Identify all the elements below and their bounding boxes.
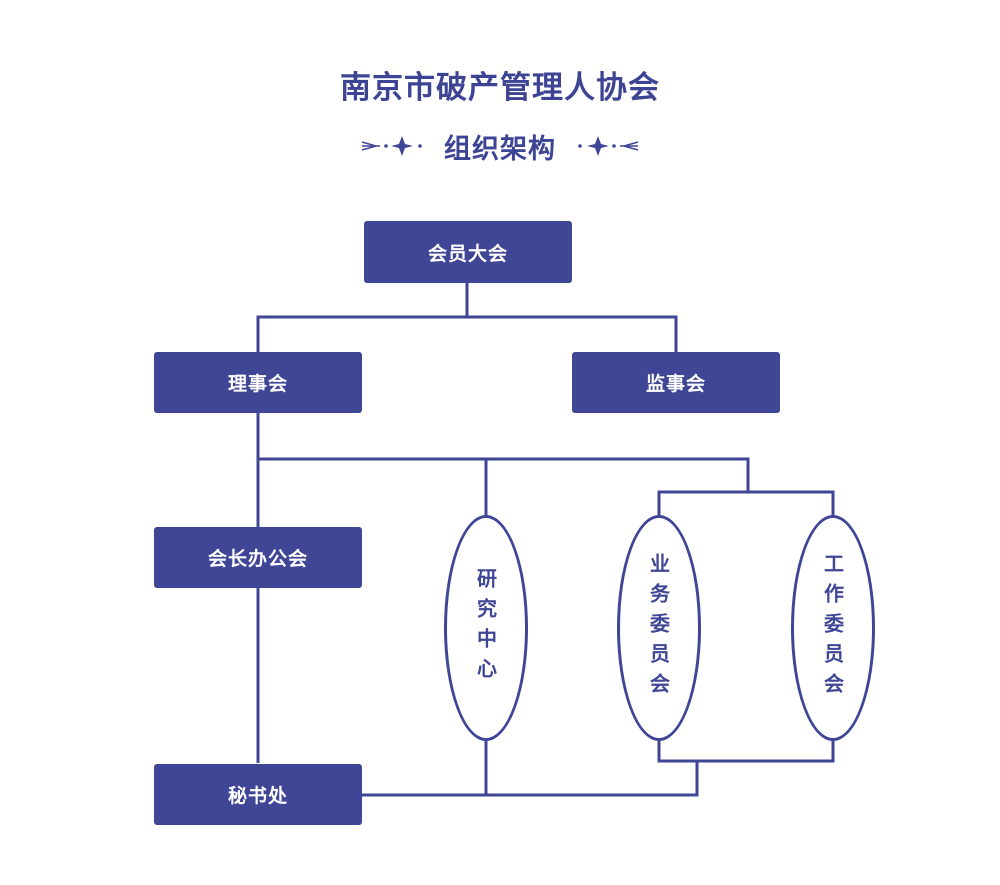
node-work-committee: 工作委员会 — [791, 515, 875, 741]
node-research-center: 研究中心 — [444, 515, 528, 741]
subtitle-row: 组织架构 — [0, 126, 1000, 166]
page-subtitle: 组织架构 — [444, 133, 556, 165]
connector-committees-top — [657, 490, 835, 516]
connector-committees-bottom — [657, 740, 835, 763]
business-committee-label: 业务委员会 — [646, 553, 671, 703]
node-supervisory-board: 监事会 — [572, 352, 780, 413]
right-ornament-icon — [578, 136, 639, 156]
node-secretariat: 秘书处 — [154, 764, 362, 825]
connector-secretariat-bar — [362, 761, 699, 797]
node-president-office: 会长办公会 — [154, 527, 362, 588]
work-committee-label: 工作委员会 — [820, 553, 845, 703]
connector-council-supervisory — [256, 315, 678, 352]
connector-branch-bar — [258, 457, 750, 492]
node-council: 理事会 — [154, 352, 362, 413]
page-title: 南京市破产管理人协会 — [340, 70, 660, 106]
node-general-assembly: 会员大会 — [364, 221, 572, 283]
left-ornament-icon — [361, 136, 422, 156]
node-business-committee: 业务委员会 — [617, 515, 701, 741]
research-center-label: 研究中心 — [473, 568, 498, 688]
